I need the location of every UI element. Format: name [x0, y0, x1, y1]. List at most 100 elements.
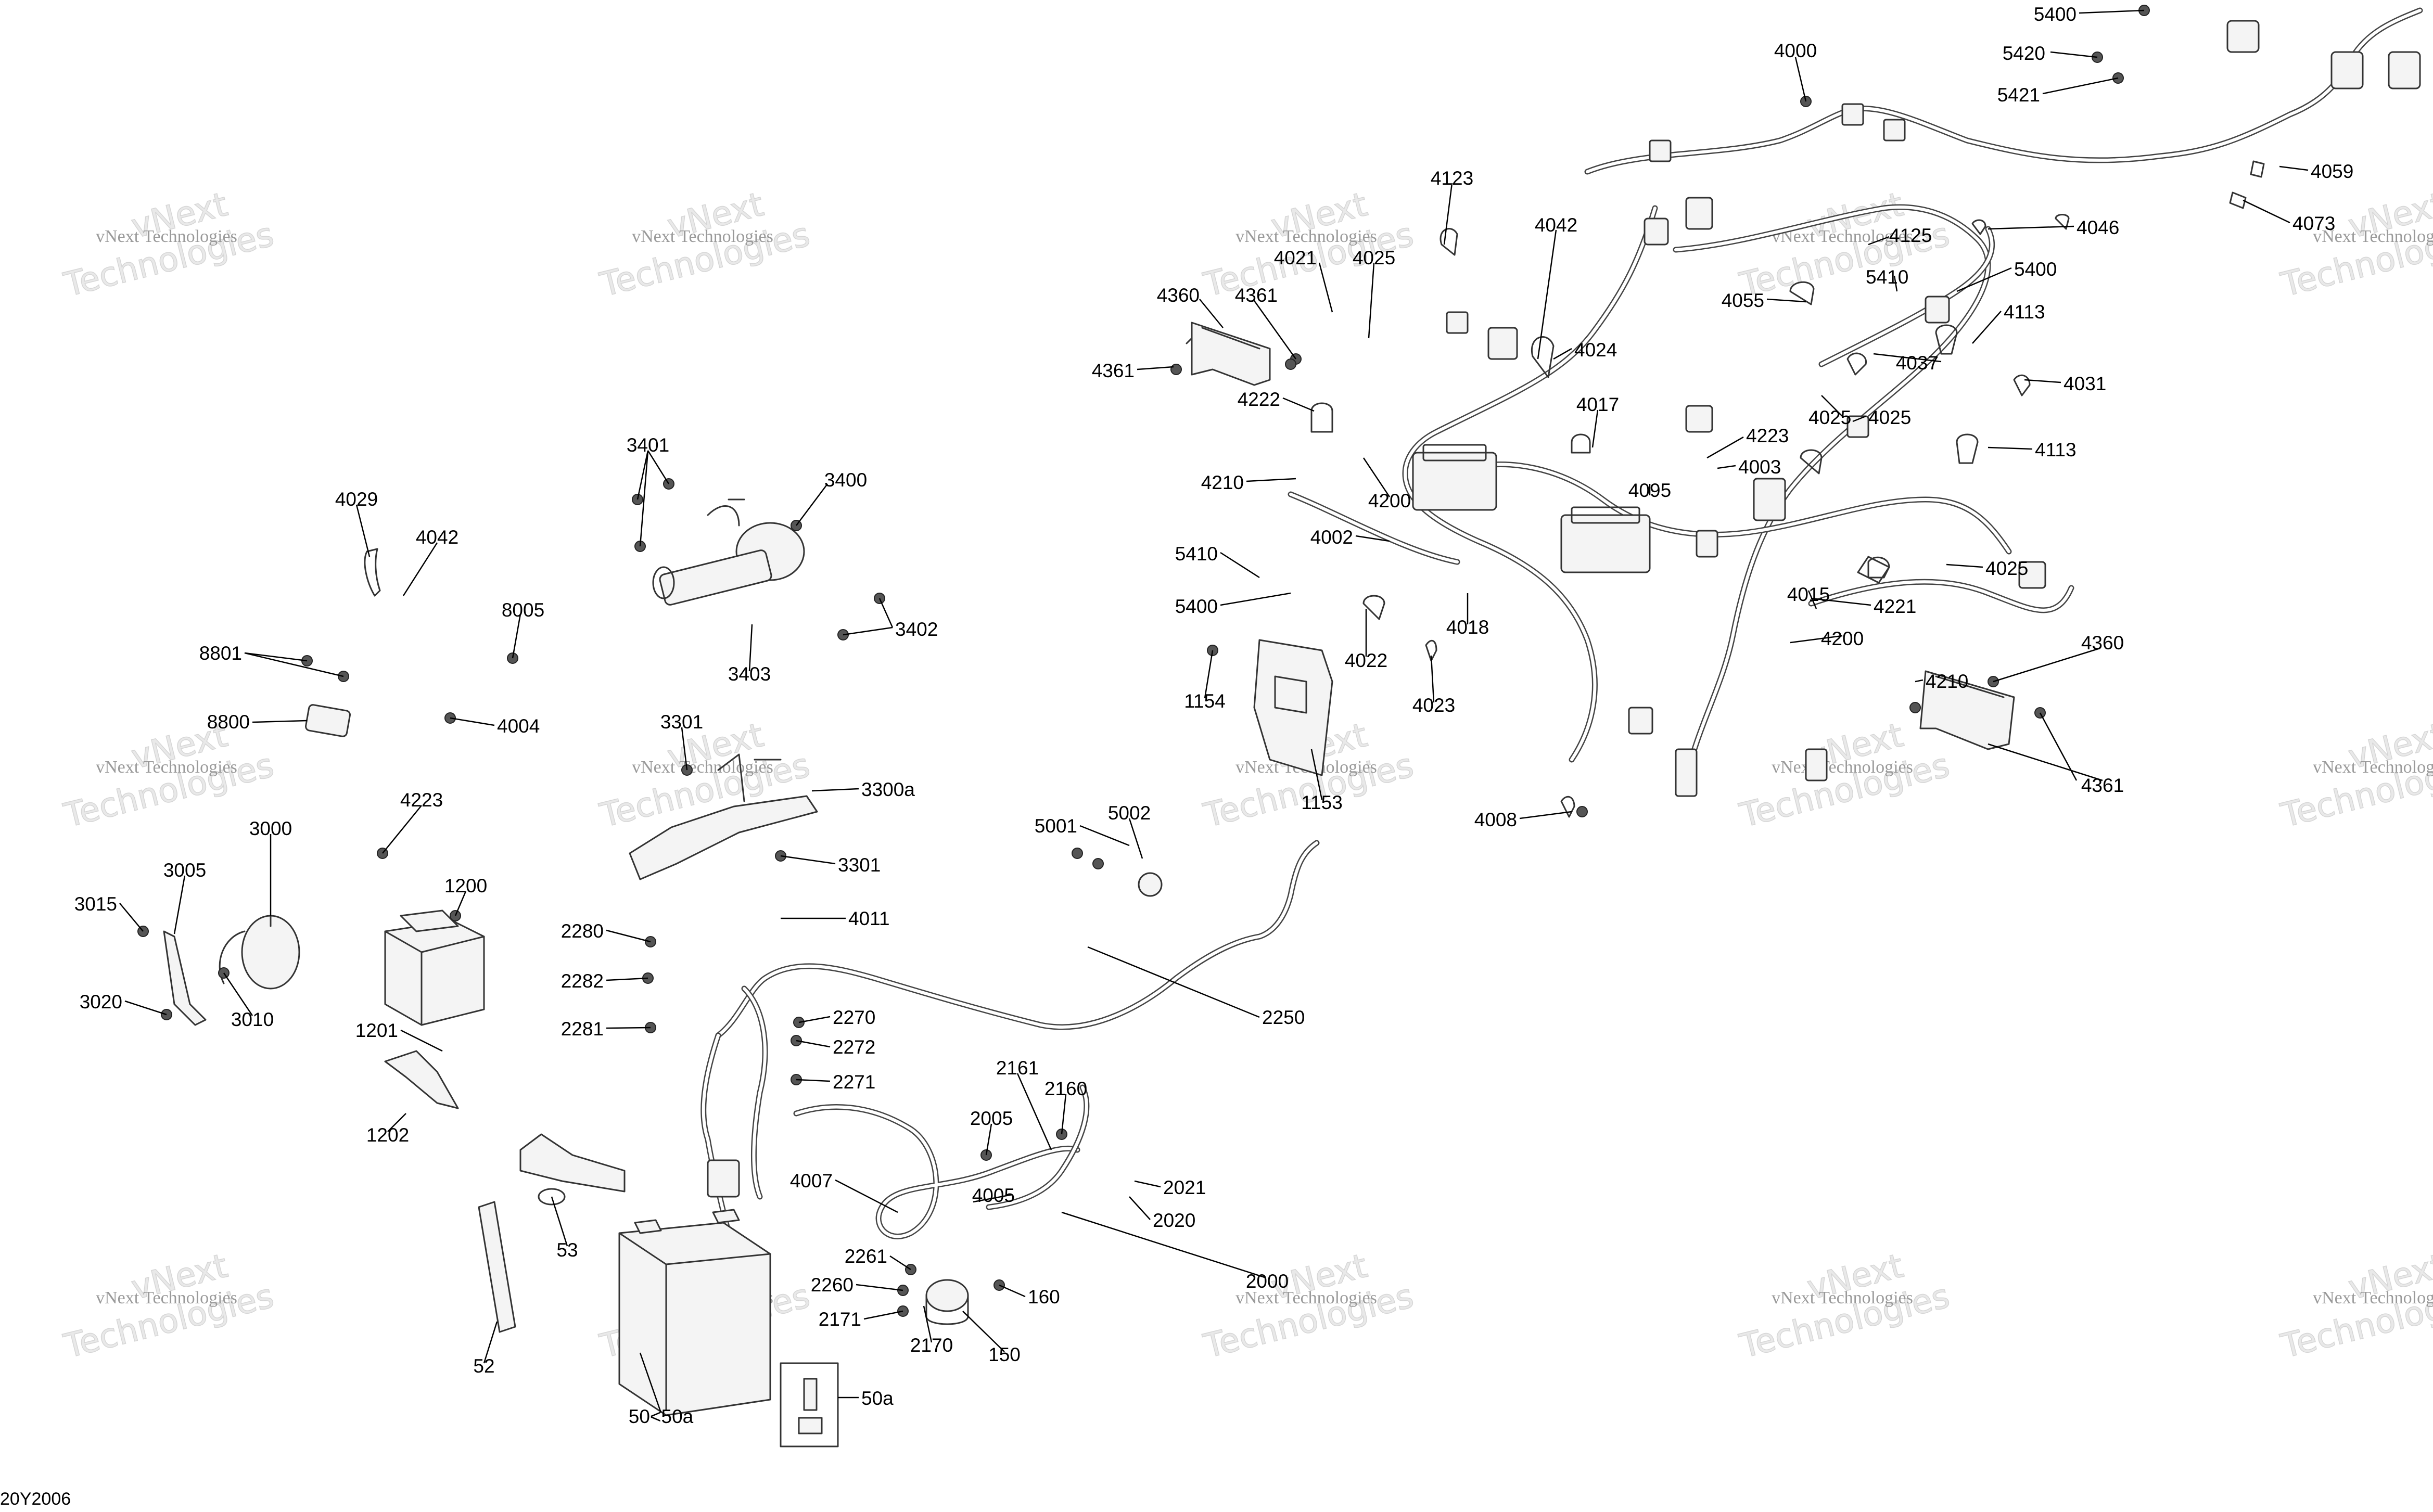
- horn-3000: [163, 915, 300, 1026]
- leader-line: [1591, 409, 1599, 448]
- watermark-text: vNext Technologies: [632, 758, 773, 777]
- callout-label: 4360: [1157, 285, 1200, 306]
- callout-label: 2161: [996, 1057, 1039, 1079]
- leader-line: [2042, 77, 2119, 95]
- leader-line: [1807, 590, 1817, 609]
- leader-line: [223, 972, 253, 1016]
- leader-line: [962, 1311, 1005, 1352]
- leader-line: [2279, 165, 2309, 171]
- callout-label: 5400: [2034, 4, 2077, 25]
- leader-line: [1988, 743, 2103, 781]
- leader-line: [1061, 1094, 1067, 1135]
- callout-label: 4023: [1412, 695, 1455, 716]
- bracket-4360-right: [1919, 670, 2015, 750]
- callout-label: 4017: [1576, 394, 1619, 415]
- callout-label: 4361: [1092, 360, 1135, 381]
- callout-label: 4008: [1474, 809, 1517, 830]
- harness-2250: [700, 840, 1320, 1236]
- leader-line: [2079, 9, 2145, 14]
- callout-label: 4059: [2311, 161, 2353, 182]
- leader-line: [1128, 818, 1143, 859]
- leader-line: [1282, 397, 1315, 412]
- harness-clips: [1310, 160, 2265, 818]
- bolt-marker: [1072, 848, 1083, 859]
- callout-label: 1200: [444, 875, 487, 896]
- leader-line: [985, 1123, 992, 1156]
- leader-line: [1794, 57, 1807, 102]
- leader-line: [119, 903, 144, 932]
- leader-line: [244, 652, 308, 662]
- callout-label: 4007: [790, 1170, 833, 1191]
- leader-lines: [119, 9, 2309, 1413]
- callout-label: 4210: [1201, 472, 1244, 493]
- callout-label: 4025: [1985, 558, 2028, 579]
- leader-line: [796, 1040, 831, 1048]
- leader-line: [1766, 298, 1806, 303]
- leader-line: [2050, 51, 2098, 58]
- bracket-53: [519, 1133, 626, 1206]
- callout-label: 4005: [972, 1185, 1015, 1206]
- callout-label: 4000: [1774, 40, 1817, 61]
- leader-line: [1061, 1211, 1265, 1278]
- leader-line: [402, 542, 438, 596]
- callout-label: 4031: [2063, 373, 2106, 394]
- callout-label: 4223: [400, 789, 443, 811]
- leader-line: [1016, 1073, 1052, 1150]
- callout-label: 4361: [1235, 285, 1278, 306]
- battery-50: [618, 1209, 771, 1416]
- watermark-text: vNext Technologies: [1772, 758, 1913, 777]
- leader-line: [1790, 635, 1843, 644]
- callout-label: 50<50a: [629, 1406, 694, 1427]
- leader-line: [748, 624, 753, 672]
- callout-label: 4021: [1274, 247, 1317, 268]
- callout-label: 2260: [811, 1274, 854, 1296]
- callout-label: 4024: [1574, 339, 1617, 361]
- callout-label: 2271: [833, 1071, 875, 1093]
- leader-line: [999, 1284, 1026, 1298]
- callout-label: 3020: [80, 991, 122, 1013]
- leader-line: [878, 598, 894, 628]
- leader-line: [863, 1310, 903, 1320]
- callout-label: 5002: [1108, 802, 1151, 824]
- leader-line: [355, 504, 371, 557]
- bracket-1202: [384, 1050, 459, 1109]
- leader-line: [2024, 379, 2061, 383]
- leader-line: [606, 929, 651, 943]
- leader-line: [1988, 225, 2074, 230]
- relay-8800: [305, 704, 351, 737]
- callout-label: 150: [988, 1344, 1021, 1365]
- leader-line: [889, 1255, 911, 1271]
- watermark-text: vNext Technologies: [632, 227, 773, 246]
- leader-line: [400, 1029, 443, 1052]
- watermark-text: vNext Technologies: [1772, 1288, 1913, 1308]
- callout-label: 4073: [2292, 213, 2335, 234]
- callout-label: 4095: [1628, 480, 1671, 501]
- leader-line: [1868, 236, 1890, 246]
- callout-label: 1201: [355, 1020, 398, 1041]
- callout-label: 4025: [1353, 247, 1395, 268]
- callout-label: 50a: [861, 1388, 894, 1409]
- leader-line: [647, 450, 670, 484]
- callout-label: 3010: [231, 1009, 274, 1030]
- leader-line: [1537, 229, 1557, 360]
- leader-line: [1087, 946, 1260, 1018]
- leader-line: [2243, 199, 2290, 224]
- callout-label: 2261: [845, 1246, 887, 1267]
- leader-line: [798, 1016, 831, 1023]
- callout-label: 1154: [1184, 690, 1226, 712]
- callout-label: 4029: [335, 489, 378, 510]
- callout-label: 5420: [2003, 43, 2045, 64]
- motor-3400: [652, 498, 805, 606]
- watermark-text: vNext Technologies: [2313, 758, 2433, 777]
- leader-line: [1199, 299, 1224, 328]
- callout-label: 4361: [2081, 775, 2124, 796]
- bracket-3300a: [629, 753, 818, 880]
- watermark-text: vNext Technologies: [2313, 1288, 2433, 1308]
